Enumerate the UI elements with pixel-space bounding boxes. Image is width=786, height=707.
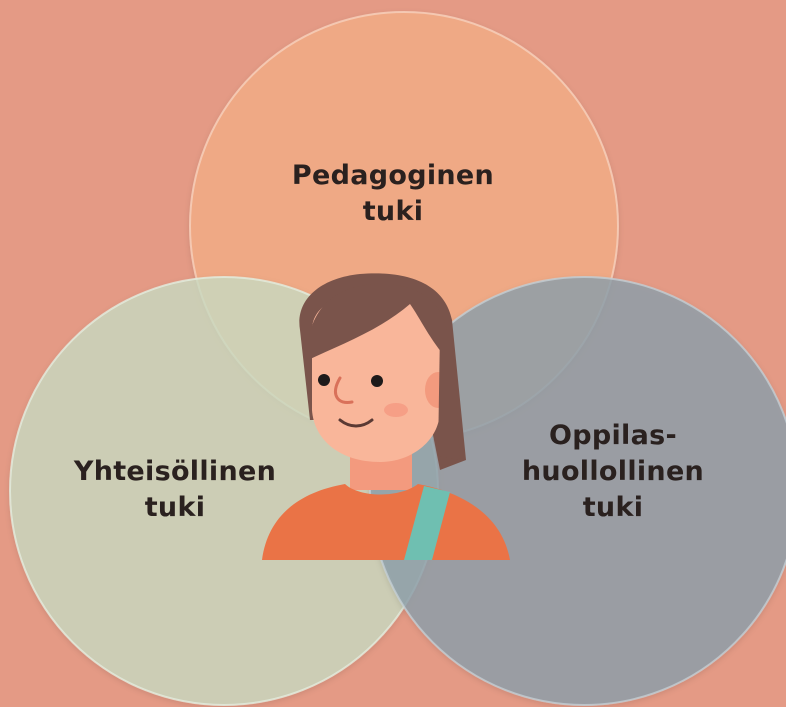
label-pedagogical: Pedagoginen tuki [258, 158, 528, 230]
label-pedagogical-line-1: Pedagoginen [291, 160, 495, 191]
label-student-welfare: Oppilas- huollollinen tuki [478, 418, 748, 526]
label-communal-line-1: Yhteisöllinen [73, 456, 277, 487]
student-avatar-icon [262, 273, 510, 560]
label-student-welfare-line-1: Oppilas- [548, 420, 677, 451]
label-student-welfare-line-2: huollollinen [521, 456, 705, 487]
label-communal: Yhteisöllinen tuki [40, 454, 310, 526]
circle-student-welfare [369, 276, 786, 706]
label-student-welfare-line-3: tuki [582, 492, 644, 523]
label-communal-line-2: tuki [144, 492, 206, 523]
label-pedagogical-line-2: tuki [362, 196, 424, 227]
